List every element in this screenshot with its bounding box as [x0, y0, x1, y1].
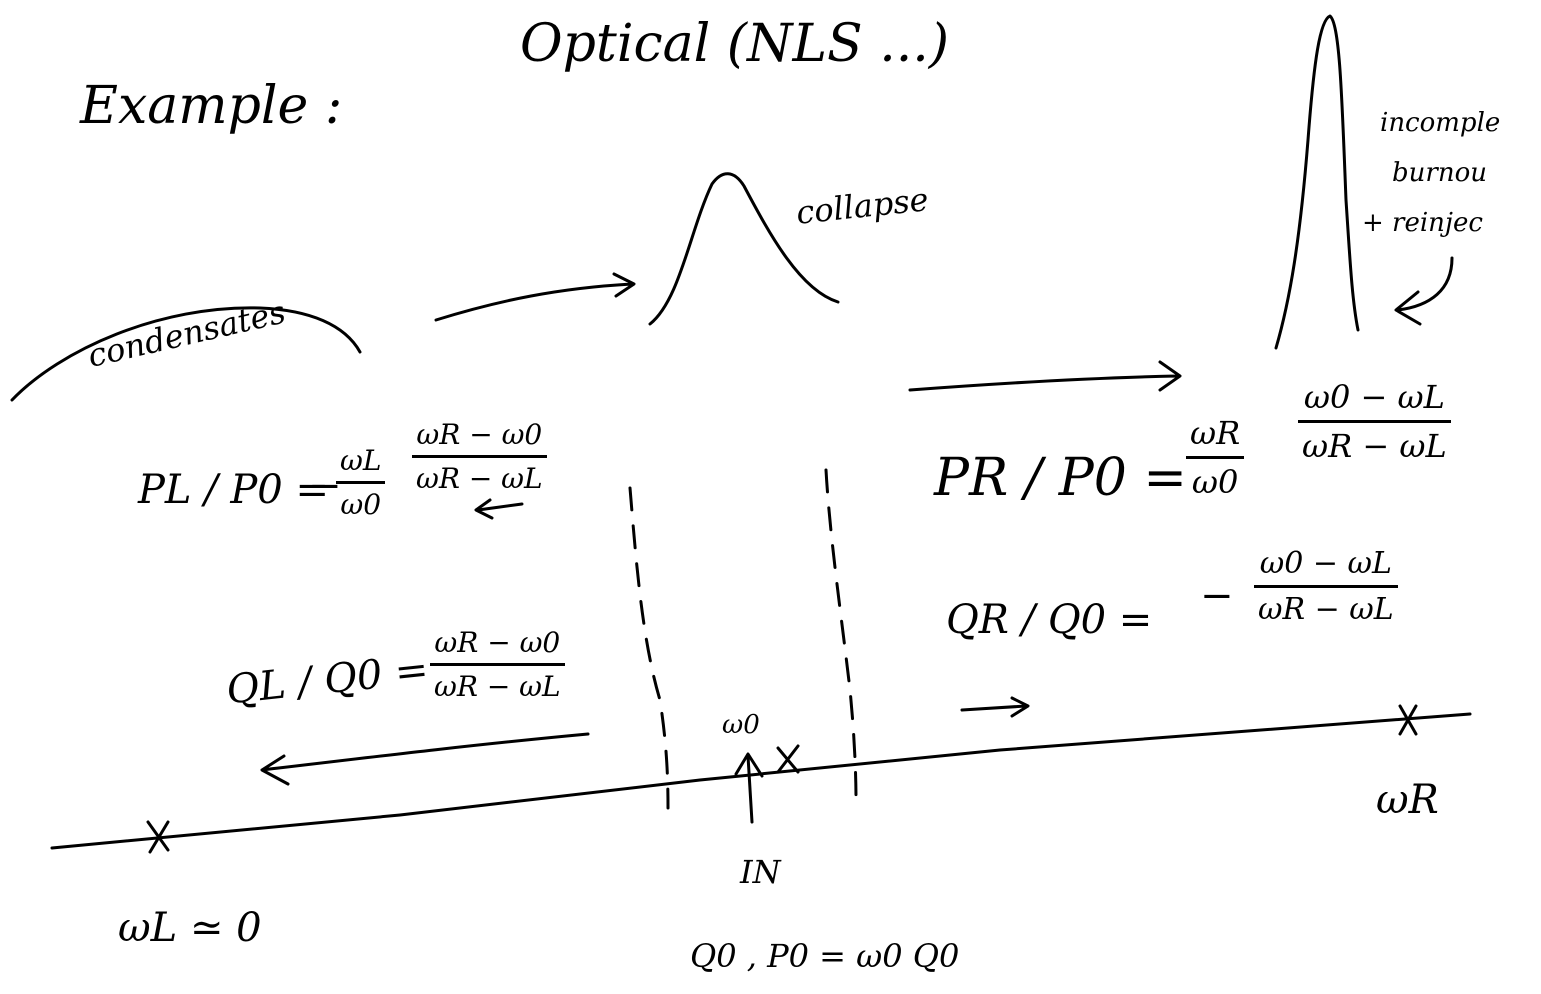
- pr-f1-num: ωR: [1186, 414, 1245, 459]
- title-example: Example :: [80, 76, 343, 136]
- pl-minus: −: [308, 463, 342, 509]
- input-values-label: Q0 , P0 = ω0 Q0: [690, 937, 960, 975]
- ql-f-num: ωR − ω0: [430, 626, 565, 666]
- pr-fraction-2: ω0 − ωL ωR − ωL: [1298, 378, 1451, 465]
- reinjection-arrow: [1394, 256, 1454, 326]
- omega-0-mark: [776, 744, 800, 774]
- ql-f-den: ωR − ωL: [434, 670, 561, 703]
- qr-fraction: ω0 − ωL ωR − ωL: [1254, 546, 1398, 627]
- condensate-curve: [10, 306, 362, 402]
- incomplete-label: incomple: [1380, 108, 1501, 138]
- input-label: IN: [740, 853, 781, 891]
- reinjection-label: + reinjec: [1362, 208, 1483, 238]
- pr-f1-den: ω0: [1191, 463, 1239, 501]
- pl-f1-den: ω0: [340, 488, 382, 521]
- input-arrow: [734, 752, 764, 824]
- qr-f-num: ω0 − ωL: [1254, 546, 1398, 588]
- short-right-arrow: [960, 696, 1030, 718]
- pr-fraction-1: ωR ω0: [1186, 414, 1245, 501]
- burnout-peak: [1274, 14, 1360, 350]
- arrow-to-right: [908, 360, 1182, 392]
- omega-l-label: ωL ≃ 0: [118, 905, 262, 951]
- qr-minus: −: [1200, 573, 1234, 619]
- pl-f1-num: ωL: [336, 444, 386, 484]
- left-dashed-boundary: [628, 486, 670, 810]
- qr-lhs: QR / Q0 =: [946, 597, 1153, 643]
- pl-f2-num: ωR − ω0: [412, 418, 547, 458]
- pr-f2-num: ω0 − ωL: [1298, 378, 1451, 423]
- arrow-to-collapse: [434, 272, 636, 322]
- pl-f2-den: ωR − ωL: [416, 462, 543, 495]
- ql-fraction: ωR − ω0 ωR − ωL: [430, 626, 565, 703]
- qr-f-den: ωR − ωL: [1258, 592, 1394, 627]
- pl-hook-arrow: [474, 498, 524, 520]
- pr-f2-den: ωR − ωL: [1302, 427, 1447, 465]
- burnout-label: burnou: [1392, 158, 1487, 188]
- frequency-axis: [50, 712, 1472, 850]
- pl-fraction-2: ωR − ω0 ωR − ωL: [412, 418, 547, 495]
- collapse-peak: [648, 172, 840, 326]
- omega-r-label: ωR: [1376, 777, 1439, 823]
- title-subject: Optical (NLS ...): [520, 14, 950, 74]
- pl-lhs: PL / P0 =: [138, 467, 329, 513]
- omega-r-mark: [1398, 704, 1418, 736]
- omega-l-mark: [146, 820, 170, 854]
- omega-0-label: ω0: [722, 710, 760, 740]
- pr-lhs: PR / P0 =: [934, 448, 1187, 508]
- arrow-to-left: [260, 732, 590, 786]
- pl-fraction-1: ωL ω0: [336, 444, 386, 521]
- right-dashed-boundary: [824, 468, 858, 802]
